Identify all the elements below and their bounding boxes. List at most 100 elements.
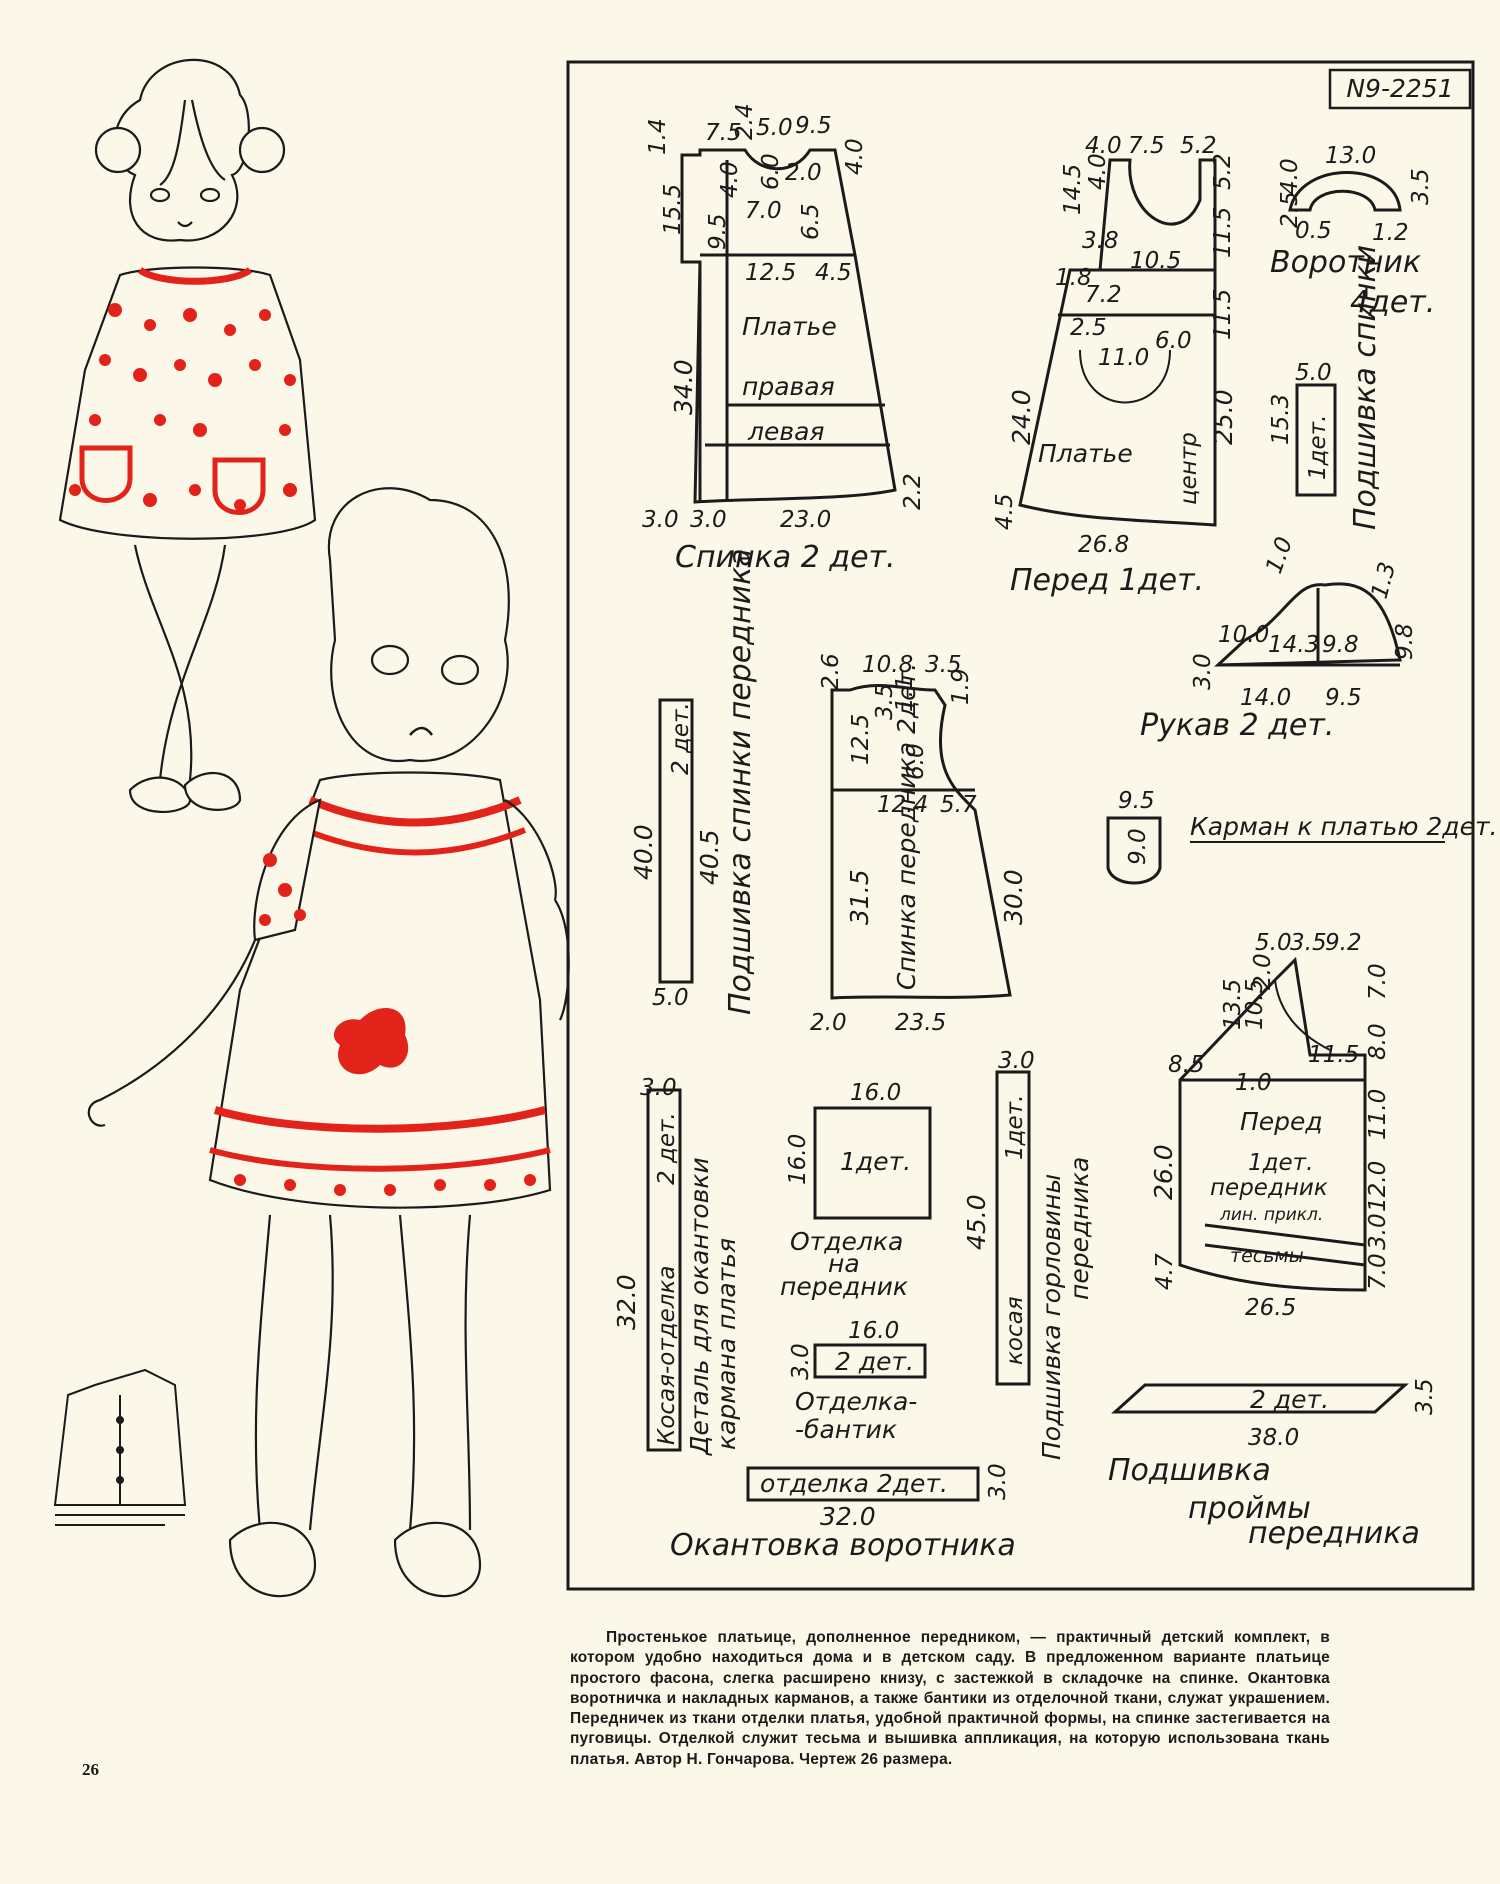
dim: 2.4 — [732, 103, 758, 140]
dim: 6.5 — [798, 203, 824, 240]
dim: 23.5 — [895, 1010, 946, 1036]
dim: 3.5 — [1408, 168, 1434, 205]
dim: 3.0 — [985, 1463, 1011, 1500]
dim: 1.0 — [1261, 534, 1298, 577]
label-center: центр — [1176, 432, 1202, 505]
label: 2 дет. — [654, 1112, 680, 1185]
dim: 24.0 — [1007, 389, 1036, 445]
dim: 2.0 — [810, 1010, 847, 1036]
dim: 5.0 — [652, 985, 689, 1011]
dim: 9.0 — [1125, 828, 1151, 865]
dim: 8.0 — [1365, 1023, 1391, 1060]
label: 1дет. — [1248, 1150, 1313, 1176]
dim: 6.0 — [758, 153, 784, 190]
dim: 10.0 — [1218, 622, 1269, 648]
dim: 13.0 — [1325, 143, 1376, 169]
dim: 7.5 — [1128, 133, 1165, 159]
dim: 1.3 — [1367, 559, 1402, 601]
back-piece: 7.5 1.4 2.4 5.0 9.5 4.0 15.5 9.5 4.0 6.0… — [642, 103, 926, 575]
dim: 16.0 — [850, 1080, 901, 1106]
dim: 5.0 — [1295, 360, 1332, 386]
dim: 1.8 — [1055, 265, 1092, 291]
apron-back-sketch — [53, 1368, 187, 1526]
label: передник — [780, 1272, 908, 1301]
dim: 4.7 — [1152, 1253, 1178, 1290]
dim: 38.0 — [1248, 1425, 1299, 1451]
dim: 14.0 — [1240, 685, 1291, 711]
dim: 6.0 — [1155, 328, 1192, 354]
label: Отделка- — [795, 1387, 917, 1416]
label: Деталь для окантовки — [685, 1157, 714, 1456]
label-dress: Платье — [742, 312, 837, 341]
dim: 3.0 — [642, 507, 679, 533]
dim: 3.0 — [788, 1343, 814, 1380]
dim: 2.0 — [785, 160, 822, 186]
dim: 3.5 — [1412, 1378, 1438, 1415]
label: передника — [1065, 1157, 1094, 1300]
dim: 30.0 — [999, 869, 1028, 925]
collar-binding-piece: отделка 2дет. 3.0 32.0 Окантовка воротни… — [670, 1463, 1016, 1563]
collar-title: Воротник — [1270, 245, 1421, 280]
dim: 1.4 — [645, 118, 671, 155]
dim: 4.5 — [992, 493, 1018, 530]
dim: 8.5 — [1168, 1052, 1205, 1078]
dim: 16.0 — [785, 1134, 811, 1185]
label: косая — [1002, 1296, 1028, 1365]
label: Отделка — [790, 1227, 903, 1256]
dim: 3.0 — [690, 507, 727, 533]
dim: 9.8 — [1392, 623, 1418, 660]
back-facing-title: Подшивка спинки — [1348, 245, 1383, 530]
dim: 7.0 — [1365, 963, 1391, 1000]
dim: 12.0 — [1365, 1161, 1391, 1212]
dim: 4.0 — [1085, 153, 1111, 190]
dim: 3.0 — [1365, 1213, 1391, 1250]
back-facing-piece: 5.0 15.3 1дет. Подшивка спинки — [1268, 245, 1383, 530]
dim: 7.2 — [1085, 282, 1122, 308]
dim: 10.8 — [862, 652, 913, 678]
dim: 32.0 — [612, 1274, 641, 1330]
label-left: левая — [747, 417, 824, 446]
count: отделка 2дет. — [760, 1469, 948, 1498]
count: 1дет. — [1305, 415, 1331, 480]
dim: 5.0 — [756, 115, 793, 141]
dim: 1.1 — [892, 675, 918, 712]
dim: 3.0 — [1190, 653, 1216, 690]
dim: 14.3 — [1268, 632, 1319, 658]
label: передника — [1248, 1516, 1420, 1551]
dim: 32.0 — [820, 1502, 876, 1531]
dim: 2.0 — [1250, 953, 1276, 990]
pattern-frame: N9-2251 — [566, 60, 1475, 1591]
dim: 45.0 — [962, 1194, 991, 1250]
label-dress: Платье — [1038, 439, 1133, 468]
dim: 3.0 — [998, 1048, 1035, 1074]
dress-pocket-title: Карман к платью 2дет. — [1190, 812, 1497, 841]
dim: 10.5 — [1130, 248, 1181, 274]
apron-back-piece: 2.6 10.8 3.5 12.5 3.5 1.1 1.9 6.0 12.4 5… — [810, 652, 1028, 1036]
label: на — [828, 1249, 860, 1278]
dim: 7.0 — [1365, 1253, 1391, 1290]
dim: 9.5 — [1118, 788, 1155, 814]
article-caption: Простенькое платьице, дополненное передн… — [570, 1629, 1330, 1768]
dim: 4.5 — [815, 260, 852, 286]
dim: 15.5 — [660, 184, 686, 235]
count: 2 дет. — [835, 1347, 914, 1376]
dim: 10.5 — [1242, 979, 1268, 1030]
label: лин. прикл. — [1219, 1205, 1323, 1225]
dim: 4.0 — [1085, 133, 1122, 159]
dim: 2.5 — [1277, 191, 1303, 228]
dim: 9.5 — [705, 213, 731, 250]
dim: 2.2 — [900, 473, 926, 510]
dim: 2.6 — [818, 653, 844, 690]
label: 1дет. — [1002, 1095, 1028, 1160]
apron-back-facing-title: Подшивка спинки передника — [723, 548, 758, 1015]
dim: 1.0 — [1235, 1070, 1272, 1096]
armhole-facing-piece: 2 дет. 3.5 38.0 Подшивка проймы передник… — [1108, 1378, 1438, 1551]
dim: 12.4 — [877, 792, 928, 818]
apron-back-title: Спинка передника 2дет. — [892, 663, 921, 990]
dim: 5.0 — [1255, 930, 1292, 956]
dim: 25.0 — [1209, 389, 1238, 445]
dim: 5.2 — [1210, 153, 1236, 190]
pocket-binding-piece: 3.0 32.0 Косая-отделка 2 дет. Деталь для… — [612, 1075, 741, 1456]
dress-pocket-piece: 9.5 9.0 Карман к платью 2дет. — [1118, 788, 1497, 865]
front-title: Перед 1дет. — [1010, 563, 1204, 598]
